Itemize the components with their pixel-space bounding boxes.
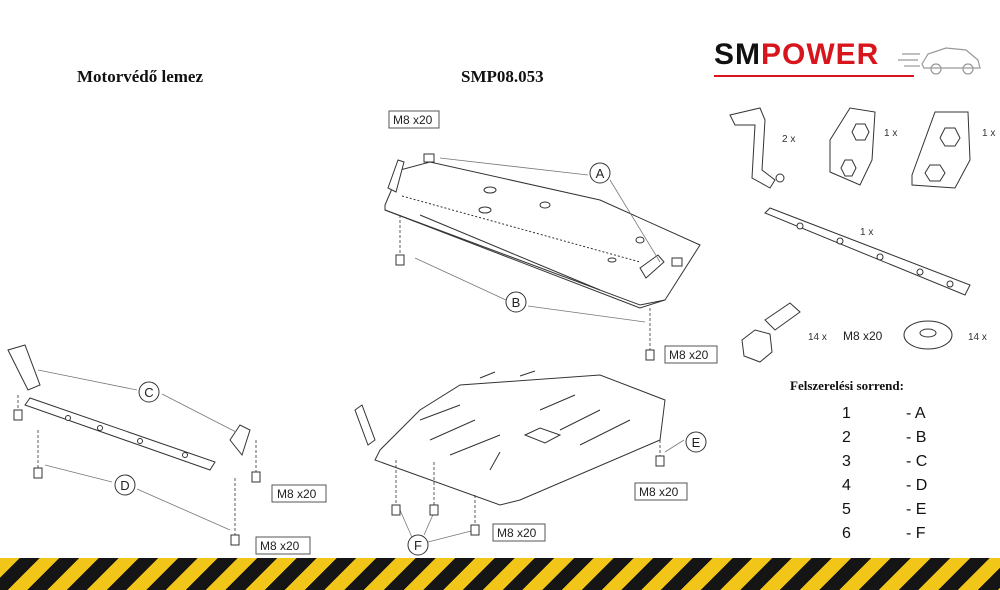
hazard-stripe-footer [0, 558, 1000, 590]
order-step: 2- B [842, 429, 927, 446]
strip-part [764, 207, 971, 296]
order-step: 5- E [842, 501, 927, 518]
bracket-a-part [829, 107, 876, 186]
order-step: 1- A [842, 405, 926, 422]
callout-e: E [692, 435, 701, 450]
part-number: SMP08.053 [461, 67, 544, 86]
callout-a: A [596, 166, 605, 181]
callout-f: F [414, 538, 422, 553]
bolt-label-f: M8 x20 [497, 526, 537, 540]
bolt-label-c: M8 x20 [277, 487, 317, 501]
bolt-spec: M8 x20 [843, 329, 883, 343]
smpower-logo: SMPOWER [714, 36, 984, 80]
qty-bracket-a: 1 x [884, 128, 897, 139]
washer-part [903, 320, 953, 350]
order-step: 4- D [842, 477, 928, 494]
bracket-b-part [911, 111, 971, 189]
qty-bracket-long: 2 x [782, 134, 795, 145]
order-title: Felszerelési sorrend: [790, 378, 904, 393]
logo-text-sm: SM [714, 38, 761, 71]
callout-c: C [144, 385, 153, 400]
bolt-label-d: M8 x20 [260, 539, 300, 553]
bolt-label-e: M8 x20 [639, 485, 679, 499]
qty-washer: 14 x [968, 332, 987, 343]
skid-plate-upper [384, 159, 701, 309]
callout-b: B [512, 295, 521, 310]
car-silhouette-icon [714, 47, 981, 77]
order-step: 6- F [842, 525, 926, 542]
qty-bolt: 14 x [808, 332, 827, 343]
bolt-label-a: M8 x20 [393, 113, 433, 127]
qty-bracket-b: 1 x [982, 128, 995, 139]
page-title: Motorvédő lemez [77, 67, 204, 86]
logo-text-power: POWER [761, 38, 880, 71]
order-step: 3- C [842, 453, 928, 470]
crossmember-strip [7, 344, 251, 471]
bolt-label-b: M8 x20 [669, 348, 709, 362]
qty-strip: 1 x [860, 227, 873, 238]
skid-plate-lower [354, 370, 666, 506]
callout-d: D [120, 478, 129, 493]
bracket-long-part [729, 107, 785, 189]
installation-order: Felszerelési sorrend: 1- A 2- B 3- C 4- … [790, 378, 970, 546]
bolt-part [741, 302, 801, 363]
